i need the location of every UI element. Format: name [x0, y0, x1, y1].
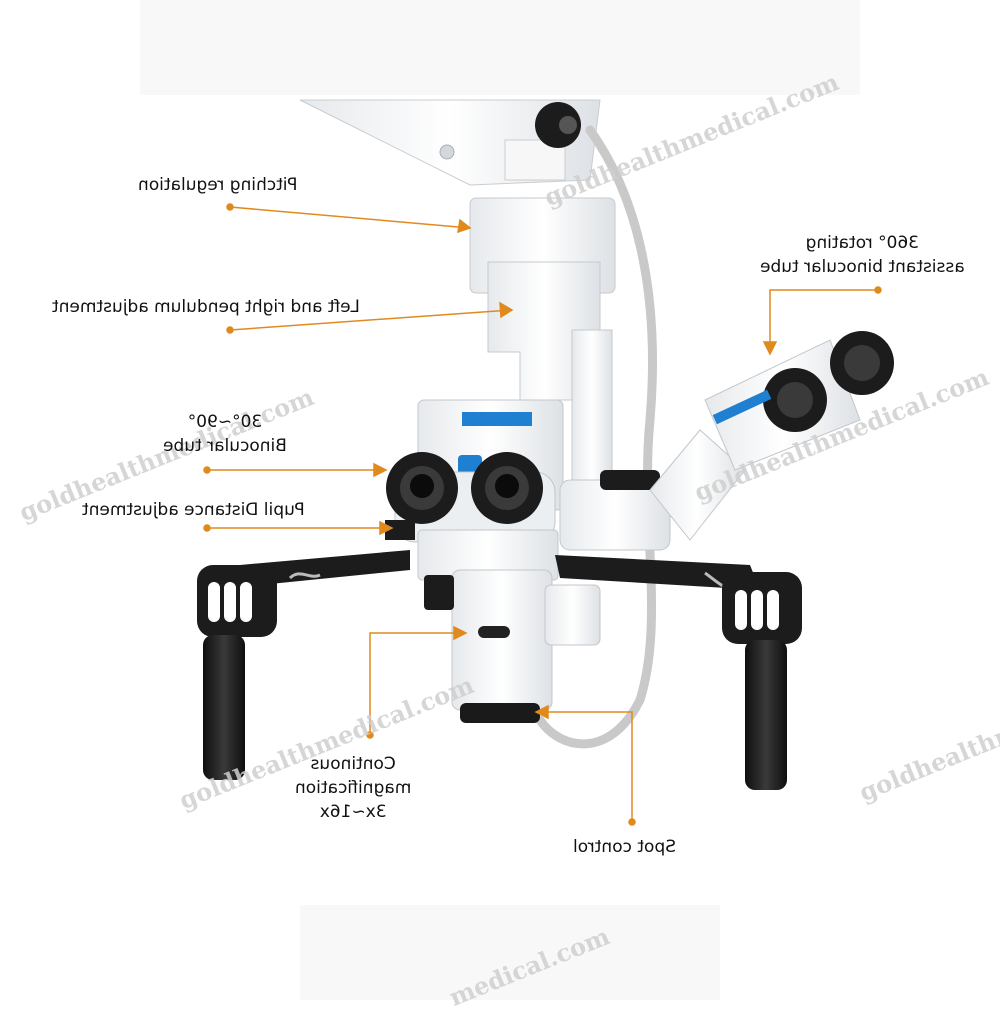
- callout-binocular: 30°~90° Binocular tube: [163, 410, 287, 458]
- callout-pitching: Pitching regulation: [138, 173, 297, 197]
- arm-screw: [439, 144, 455, 160]
- callout-pupil-text: Pupil Distance adjustment: [82, 500, 305, 520]
- callout-pendulum-text: Left and right pendulum adjustment: [52, 297, 360, 317]
- leader-lines: [203, 203, 882, 826]
- callout-magnification-line3: 3x~16x: [319, 802, 387, 822]
- left-handle: [197, 565, 277, 780]
- callout-rotating: 360° rotating assistant binocular tube: [760, 231, 965, 279]
- handle-bar: [240, 520, 760, 592]
- zoom-button: [478, 626, 510, 638]
- callout-magnification: Continous magnification 3x~16x: [295, 752, 411, 824]
- callout-spot-text: Spot control: [573, 837, 676, 857]
- bottom-fade: [300, 905, 720, 1000]
- pendulum-stem: [571, 329, 613, 491]
- assistant-binocular: [559, 331, 894, 551]
- callout-rotating-line2: assistant binocular tube: [760, 257, 965, 277]
- callout-binocular-line2: Binocular tube: [163, 436, 287, 456]
- blue-stripe: [462, 412, 532, 426]
- callout-pupil: Pupil Distance adjustment: [82, 498, 305, 522]
- top-knob-cap: [559, 116, 577, 134]
- top-fade: [140, 0, 860, 95]
- side-knob-left: [424, 575, 454, 610]
- side-module: [544, 584, 601, 646]
- callout-rotating-line1: 360° rotating: [805, 233, 920, 253]
- callout-binocular-line1: 30°~90°: [187, 412, 263, 432]
- right-handle: [722, 572, 802, 790]
- callout-magnification-line2: magnification: [295, 778, 412, 798]
- callout-pitching-text: Pitching regulation: [138, 175, 298, 195]
- objective-lens: [460, 703, 540, 723]
- callout-magnification-line1: Continous: [310, 754, 396, 774]
- top-knob: [535, 102, 581, 148]
- callout-spot: Spot control: [573, 835, 676, 859]
- callout-pendulum: Left and right pendulum adjustment: [52, 295, 360, 319]
